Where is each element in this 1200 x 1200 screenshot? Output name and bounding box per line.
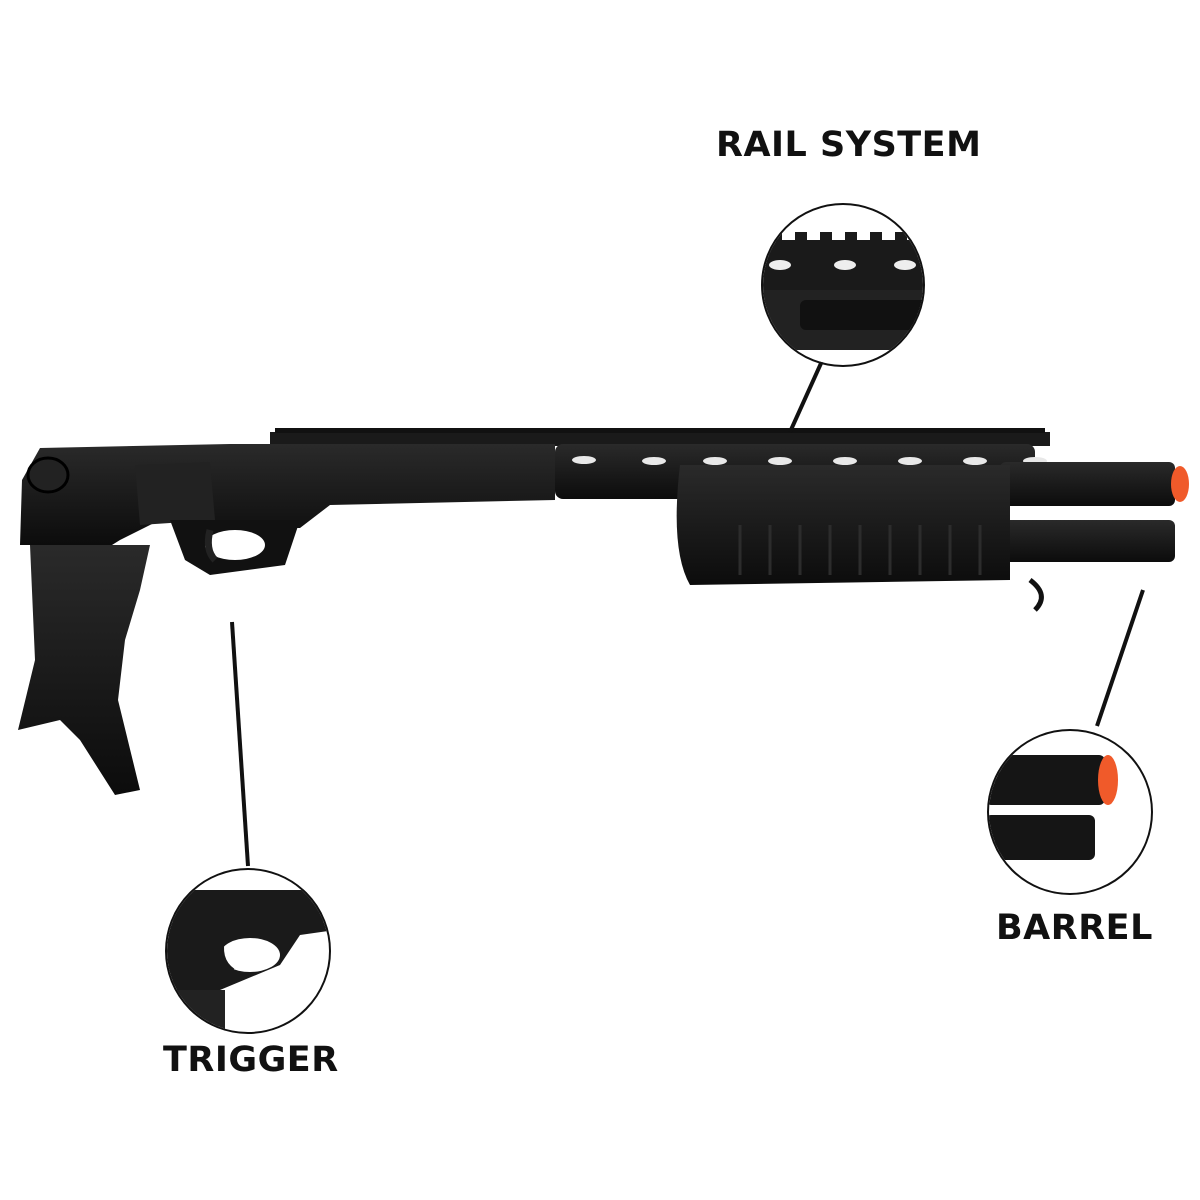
stock-grip-texture — [135, 462, 215, 525]
upper-barrel — [1000, 462, 1175, 506]
rail-system-detail-circle — [761, 203, 925, 367]
trigger-label: TRIGGER — [163, 1040, 339, 1080]
pistol-grip — [18, 545, 150, 795]
orange-tip — [1171, 466, 1189, 502]
barrel-label: BARREL — [996, 908, 1153, 948]
sling-mount — [26, 456, 70, 494]
trigger — [204, 529, 218, 563]
lower-tube — [1000, 520, 1175, 562]
shotgun-image — [18, 428, 1189, 795]
barrel-detail-circle — [987, 729, 1153, 895]
trigger-callout-line — [230, 621, 250, 867]
trigger-detail-circle — [165, 868, 331, 1034]
barrel-callout-line — [1095, 589, 1145, 727]
pump-forend — [676, 465, 1010, 585]
rail-system-label: RAIL SYSTEM — [716, 125, 982, 165]
top-rail — [270, 432, 1050, 446]
